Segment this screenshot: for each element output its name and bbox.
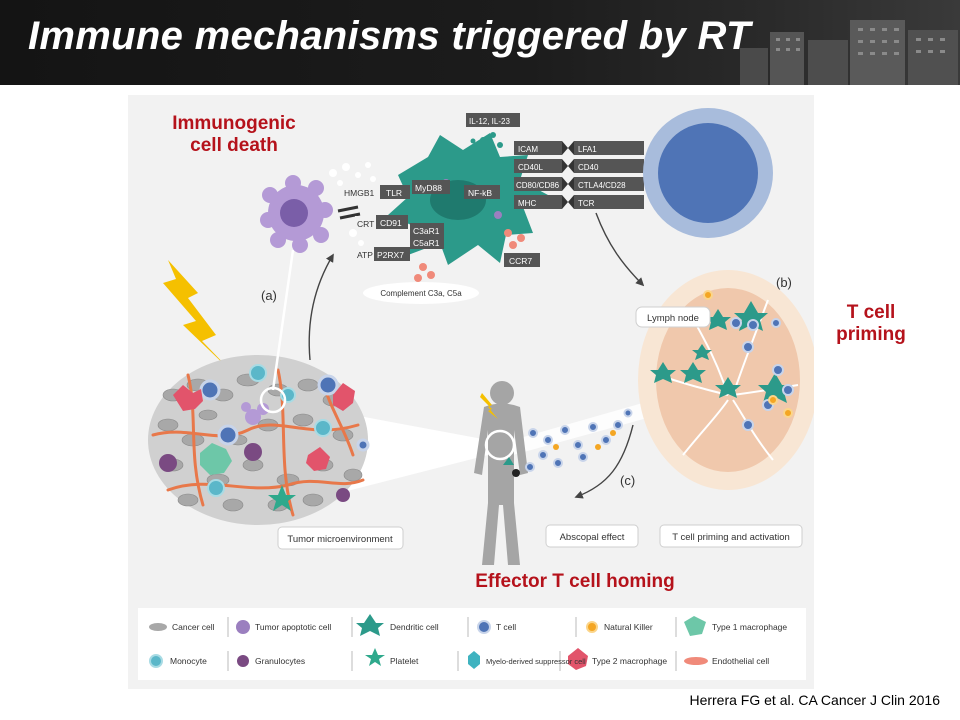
homing-beam-shape: [513, 400, 658, 455]
arrow-abscopal-icon: [574, 424, 634, 499]
legend-dendritic-cell-label: Dendritic cell: [390, 622, 439, 632]
panel-label-b: (b): [776, 275, 792, 290]
lymph-node-label: Lymph node: [647, 313, 699, 324]
dc-signal-tags: [342, 185, 378, 261]
t-cell-priming-label: T cell priming: [836, 302, 906, 345]
legend-t-cell-icon: [477, 620, 491, 634]
tumor-site-circle: [484, 429, 516, 461]
complement-label: Complement C3a, C5a: [380, 289, 462, 298]
c5ar1-label: C5aR1: [413, 238, 440, 248]
ccr7-label: CCR7: [509, 256, 532, 266]
arrow-to-dc-icon: [308, 253, 334, 361]
cytokine-dots-icon: [470, 132, 503, 156]
legend-t-cell-label: T cell: [496, 622, 516, 632]
receptor-bars-icon: [337, 205, 361, 220]
slide-title: Immune mechanisms triggered by RT: [28, 14, 751, 58]
tumor-microenvironment-label: Tumor microenvironment: [287, 534, 393, 545]
legend-type2-macrophage-icon: [568, 648, 588, 670]
radiation-lightning-icon: [163, 260, 233, 373]
cytokines-label: IL-12, IL-23: [469, 117, 510, 126]
tcr-label: TCR: [578, 199, 595, 208]
tumor-microenvironment-image: [148, 355, 404, 550]
abscopal-effect-label: Abscopal effect: [560, 532, 625, 543]
legend-platelet-icon: [365, 648, 385, 666]
tumor-apoptotic-cell-image: [260, 175, 333, 253]
legend-type1-macrophage-label: Type 1 macrophage: [712, 622, 787, 632]
priming-box: [659, 524, 803, 548]
cytokine-box: [466, 113, 520, 127]
legend-apoptotic-cell-icon: [236, 620, 250, 634]
cd91-label: CD91: [380, 218, 402, 228]
diagram-canvas: Tumor microenvironment (a): [138, 108, 814, 680]
legend-type2-macrophage-label: Type 2 macrophage: [592, 656, 667, 666]
legend: [138, 608, 806, 680]
arrow-to-lymph-node-icon: [595, 212, 645, 287]
human-figure-image: [474, 381, 528, 565]
legend-granulocyte-label: Granulocytes: [255, 656, 305, 666]
legend-granulocyte-icon: [237, 655, 249, 667]
immunogenic-cell-death-label: Immunogenic cell death: [172, 113, 296, 156]
legend-apoptotic-cell-label: Tumor apoptotic cell: [255, 622, 331, 632]
t-cell-image: [643, 108, 773, 238]
hmgb1-label: HMGB1: [344, 188, 375, 198]
atp-label: ATP: [357, 250, 373, 260]
ctla4-cd28-label: CTLA4/CD28: [578, 181, 626, 190]
legend-cancer-cell-icon: [149, 623, 167, 631]
nfkb-label: NF-kB: [468, 188, 492, 198]
legend-nk-label: Natural Killer: [604, 622, 653, 632]
homing-t-cells-icon: [525, 408, 633, 472]
legend-endothelial-label: Endothelial cell: [712, 656, 769, 666]
lfa1-label: LFA1: [578, 145, 597, 154]
small-lightning-icon: [480, 393, 498, 419]
myd88-label: MyD88: [415, 183, 442, 193]
complement-bubble: [363, 282, 479, 304]
small-cell-icon: [512, 469, 520, 477]
legend-platelet-label: Platelet: [390, 656, 419, 666]
legend-nk-icon: [586, 621, 598, 633]
connector-line: [271, 249, 295, 391]
building-skyline-image: [740, 20, 958, 85]
panel-label-c: (c): [620, 473, 635, 488]
cd80-cd86-label: CD80/CD86: [516, 181, 560, 190]
icam-label: ICAM: [518, 145, 538, 154]
citation-text: Herrera FG et al. CA Cancer J Clin 2016: [689, 692, 940, 708]
t-cell-priming-activation-label: T cell priming and activation: [672, 532, 790, 543]
synapse-bars: [514, 141, 644, 209]
slide-header: Immune mechanisms triggered by RT: [0, 0, 960, 85]
receptor-boxes: [374, 180, 540, 267]
crt-label: CRT: [357, 219, 374, 229]
legend-monocyte-label: Monocyte: [170, 656, 207, 666]
legend-mdsc-icon: [468, 651, 480, 669]
tlr-label: TLR: [386, 188, 402, 198]
legend-mdsc-label: Myelo-derived suppressor cell: [486, 657, 586, 666]
legend-type1-macrophage-icon: [684, 616, 706, 636]
homing-nk-cells-icon: [553, 430, 616, 450]
legend-endothelial-icon: [684, 657, 708, 665]
cd40l-label: CD40L: [518, 163, 543, 172]
panel-label-a: (a): [261, 288, 277, 303]
legend-cancer-cell-label: Cancer cell: [172, 622, 215, 632]
lymph-node-image: [635, 270, 814, 490]
p2rx7-label: P2RX7: [377, 250, 404, 260]
small-dc-icon: [503, 457, 514, 465]
mhc-label: MHC: [518, 199, 536, 208]
effector-t-cell-homing-label: Effector T cell homing: [475, 571, 675, 592]
complement-dots-icon: [414, 229, 525, 282]
c3ar1-label: C3aR1: [413, 226, 440, 236]
legend-monocyte-icon: [149, 654, 163, 668]
signal-dots-icon: [329, 162, 376, 246]
legend-dendritic-cell-icon: [356, 614, 384, 636]
cd40-label: CD40: [578, 163, 599, 172]
immune-diagram: Tumor microenvironment (a): [128, 95, 814, 689]
abscopal-box: [545, 524, 639, 548]
